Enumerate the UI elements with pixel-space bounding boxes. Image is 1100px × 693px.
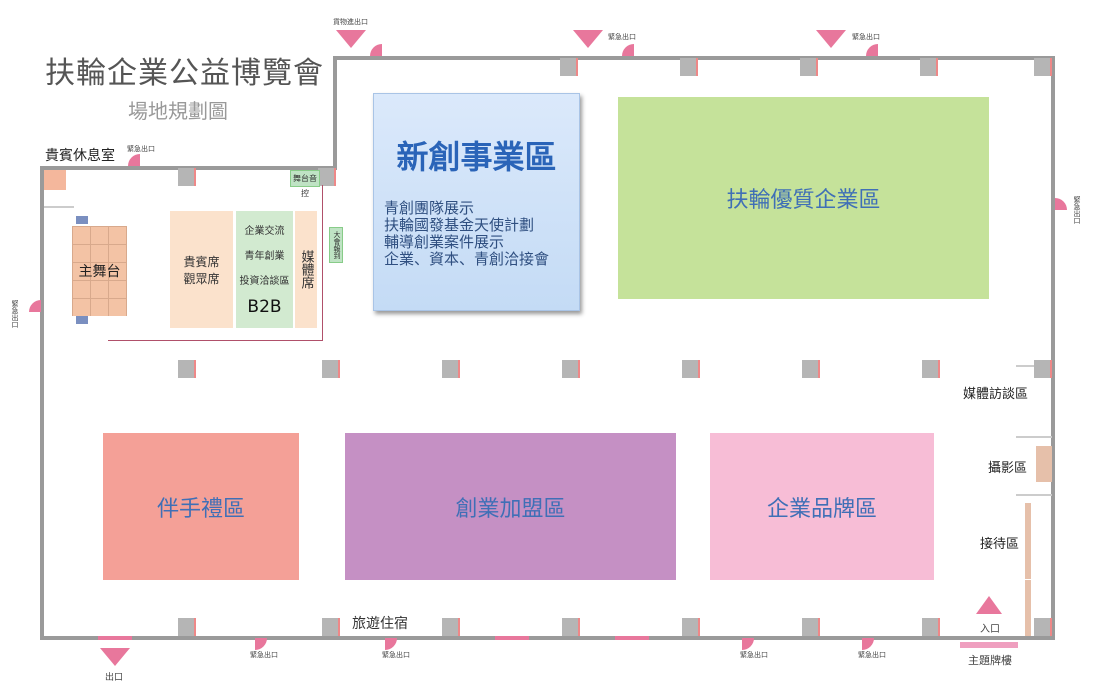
door-icon[interactable] xyxy=(742,638,754,650)
emergency-exit-label: 緊急出口 xyxy=(858,651,886,659)
b2b-line: 企業交流 xyxy=(244,226,285,237)
entrance-label: 入口 xyxy=(980,624,1000,635)
b2b-line: 青年創業 xyxy=(244,251,285,262)
emergency-exit-label: 緊急出口 xyxy=(11,300,19,328)
door-icon[interactable] xyxy=(370,44,382,56)
reception-desk xyxy=(1025,580,1031,636)
zone-quality[interactable]: 扶輪優質企業區 xyxy=(618,97,989,299)
rope-barrier xyxy=(322,185,323,341)
door-bar xyxy=(495,636,529,640)
cargo-exit-icon xyxy=(336,30,366,48)
emergency-exit-label: 緊急出口 xyxy=(250,651,278,659)
photo-label: 攝影區 xyxy=(988,461,1028,476)
emergency-exit-label: 緊急出口 xyxy=(852,33,880,41)
registration-desk: 大會報到 xyxy=(329,227,343,263)
page-subtitle: 場地規劃圖 xyxy=(128,99,228,123)
emergency-exit-label: 緊急出口 xyxy=(608,33,636,41)
door-icon[interactable] xyxy=(385,638,397,650)
reception-desk xyxy=(1025,503,1031,579)
stage-steps xyxy=(76,316,88,324)
zone-startup[interactable]: 新創事業區 青創團隊展示 扶輪國發基金天使計劃 輔導創業案件展示 企業、資本、青… xyxy=(373,93,580,311)
startup-item: 輔導創業案件展示 xyxy=(384,233,505,251)
emergency-exit-icon xyxy=(816,30,846,48)
emergency-exit-label: 緊急出口 xyxy=(382,651,410,659)
exit-label: 出口 xyxy=(105,673,124,683)
main-stage-label: 主舞台 xyxy=(78,264,121,280)
emergency-exit-label: 緊急出口 xyxy=(740,651,768,659)
travel-label: 旅遊住宿 xyxy=(352,616,408,632)
door-icon[interactable] xyxy=(1055,198,1067,210)
exit-door xyxy=(98,636,132,640)
rope-barrier xyxy=(108,340,322,341)
media-interview-label: 媒體訪談區 xyxy=(963,387,1029,402)
lounge-furniture xyxy=(44,170,66,190)
cargo-exit-label: 貨物進出口 xyxy=(333,18,368,26)
reception-label: 接待區 xyxy=(980,537,1020,552)
door-icon[interactable] xyxy=(862,638,874,650)
door-icon[interactable] xyxy=(866,44,878,56)
zone-franchise[interactable]: 創業加盟區 xyxy=(345,433,676,580)
startup-item: 扶輪國發基金天使計劃 xyxy=(384,216,535,234)
vip-seats[interactable]: 貴賓席 觀眾席 xyxy=(170,211,233,328)
zone-gift[interactable]: 伴手禮區 xyxy=(103,433,299,580)
door-bar xyxy=(615,636,649,640)
door-icon[interactable] xyxy=(622,44,634,56)
audience-seats-label: 觀眾席 xyxy=(183,271,220,286)
media-seats[interactable]: 媒體席 xyxy=(295,211,317,328)
entrance-icon xyxy=(976,596,1002,614)
emergency-exit-label: 緊急出口 xyxy=(127,145,155,153)
emergency-exit-label: 緊急出口 xyxy=(1073,196,1081,224)
door-icon[interactable] xyxy=(255,638,267,650)
theme-arch-label: 主題牌樓 xyxy=(968,654,1012,667)
door-icon[interactable] xyxy=(128,154,140,166)
door-icon[interactable] xyxy=(29,300,41,312)
b2b-label: B2B xyxy=(247,297,282,317)
emergency-exit-icon xyxy=(573,30,603,48)
main-stage: 主舞台 xyxy=(72,226,127,316)
media-seats-label: 媒體席 xyxy=(298,250,314,289)
vip-seats-label: 貴賓席 xyxy=(183,254,220,269)
stage-steps xyxy=(76,216,88,224)
zone-brand[interactable]: 企業品牌區 xyxy=(710,433,934,580)
exit-icon xyxy=(100,648,130,666)
b2b-area[interactable]: 企業交流 青年創業 投資洽談區 B2B xyxy=(236,211,293,328)
page-title: 扶輪企業公益博覽會 xyxy=(45,56,324,91)
theme-arch xyxy=(960,642,1018,648)
zone-startup-title: 新創事業區 xyxy=(396,138,557,176)
photo-backdrop xyxy=(1036,446,1052,482)
startup-item: 青創團隊展示 xyxy=(384,199,475,217)
startup-item: 企業、資本、青創洽接會 xyxy=(384,250,550,268)
b2b-line: 投資洽談區 xyxy=(239,276,290,287)
stage-control: 舞台音控 xyxy=(290,170,320,198)
vip-lounge-label: 貴賓休息室 xyxy=(45,148,115,164)
